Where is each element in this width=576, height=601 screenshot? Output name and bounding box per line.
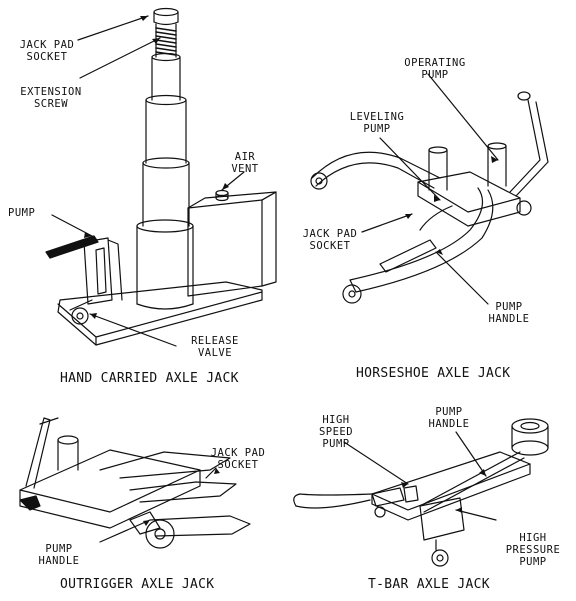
- horseshoe-jack-drawing: [311, 74, 548, 304]
- caption-tbar: T-BAR AXLE JACK: [368, 577, 490, 592]
- label-extension-screw: EXTENSION SCREW: [20, 86, 82, 110]
- label-pump-handle-tbar: PUMP HANDLE: [428, 406, 470, 430]
- label-leveling-pump: LEVELING PUMP: [349, 111, 405, 135]
- tbar-jack-drawing: [294, 419, 548, 566]
- label-pump-handle-outrigger: PUMP HANDLE: [38, 543, 80, 567]
- label-operating-pump: OPERATING PUMP: [404, 57, 466, 81]
- label-jack-pad-socket-outrigger: JACK PAD SOCKET: [210, 447, 266, 471]
- leader-arrowheads: [84, 16, 498, 526]
- caption-horseshoe: HORSESHOE AXLE JACK: [356, 366, 511, 381]
- caption-hand-carried: HAND CARRIED AXLE JACK: [60, 371, 239, 386]
- label-high-pressure-pump: HIGH PRESSURE PUMP: [505, 532, 561, 568]
- outrigger-jack-drawing: [20, 418, 250, 548]
- hand-carried-jack-drawing: [46, 9, 276, 347]
- label-high-speed-pump: HIGH SPEED PUMP: [318, 414, 354, 450]
- label-release-valve: RELEASE VALVE: [191, 335, 239, 359]
- label-jack-pad-socket-hand: JACK PAD SOCKET: [19, 39, 75, 63]
- label-pump: PUMP: [8, 207, 36, 219]
- caption-outrigger: OUTRIGGER AXLE JACK: [60, 577, 215, 592]
- label-air-vent: AIR VENT: [231, 151, 259, 175]
- label-pump-handle-horseshoe: PUMP HANDLE: [488, 301, 530, 325]
- label-jack-pad-socket-horseshoe: JACK PAD SOCKET: [302, 228, 358, 252]
